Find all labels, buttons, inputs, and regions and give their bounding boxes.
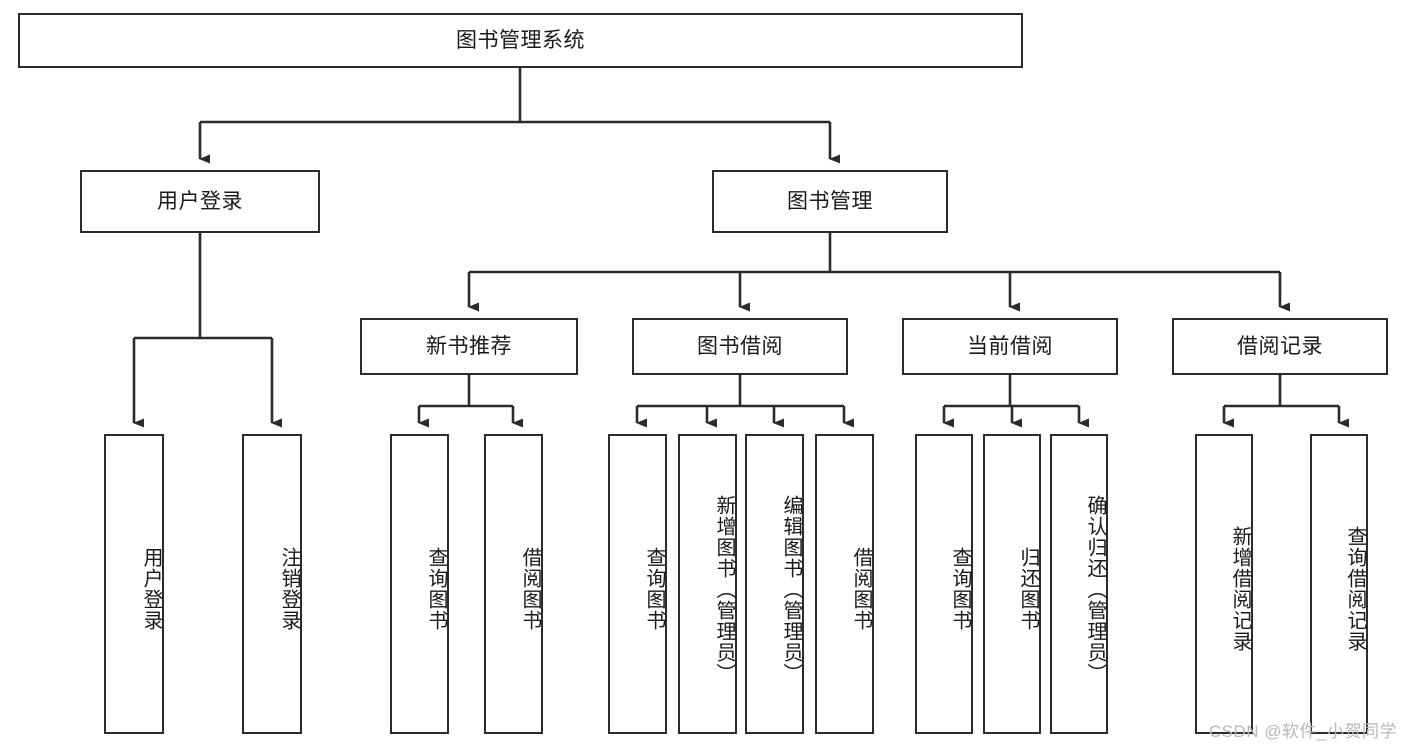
- level2-node-label: 用户登录: [157, 189, 243, 213]
- leaf-node-label: 归还图书: [1017, 547, 1039, 631]
- leaf-node-box[interactable]: 归还图书: [983, 434, 1041, 734]
- leaf-node-label: 新增图书（管理员）: [713, 494, 735, 684]
- leaf-node-label: 查询图书: [643, 547, 665, 631]
- level3-node-label: 新书推荐: [426, 334, 512, 358]
- leaf-node-label: 查询图书: [949, 547, 971, 631]
- root-node-box[interactable]: 图书管理系统: [18, 13, 1023, 68]
- root-node-label: 图书管理系统: [456, 28, 585, 52]
- leaf-node-label: 查询图书: [425, 547, 447, 631]
- leaf-node-box[interactable]: 新增借阅记录: [1195, 434, 1253, 734]
- level3-node-box[interactable]: 新书推荐: [360, 318, 578, 375]
- leaf-node-label: 编辑图书（管理员）: [780, 494, 802, 684]
- leaf-node-label: 确认归还（管理员）: [1084, 494, 1106, 684]
- leaf-node-box[interactable]: 查询借阅记录: [1310, 434, 1368, 734]
- level3-node-label: 图书借阅: [697, 334, 783, 358]
- level2-node-box[interactable]: 图书管理: [712, 170, 948, 233]
- level3-node-label: 当前借阅: [967, 334, 1053, 358]
- leaf-node-box[interactable]: 查询图书: [390, 434, 449, 734]
- leaf-node-label: 注销登录: [278, 547, 300, 631]
- level3-node-box[interactable]: 当前借阅: [902, 318, 1118, 375]
- leaf-node-box[interactable]: 确认归还（管理员）: [1050, 434, 1108, 734]
- leaf-node-label: 新增借阅记录: [1229, 526, 1251, 652]
- leaf-node-box[interactable]: 新增图书（管理员）: [678, 434, 737, 734]
- leaf-node-label: 用户登录: [140, 547, 162, 631]
- level3-node-box[interactable]: 图书借阅: [632, 318, 848, 375]
- leaf-node-box[interactable]: 借阅图书: [484, 434, 543, 734]
- leaf-node-label: 借阅图书: [519, 547, 541, 631]
- leaf-node-box[interactable]: 借阅图书: [815, 434, 874, 734]
- level3-node-label: 借阅记录: [1237, 334, 1323, 358]
- leaf-node-label: 查询借阅记录: [1344, 526, 1366, 652]
- leaf-node-box[interactable]: 用户登录: [104, 434, 164, 734]
- leaf-node-box[interactable]: 查询图书: [608, 434, 667, 734]
- leaf-node-box[interactable]: 编辑图书（管理员）: [745, 434, 804, 734]
- csdn-watermark: CSDN @软件_小贺同学: [1208, 722, 1397, 741]
- leaf-node-label: 借阅图书: [850, 547, 872, 631]
- level2-node-box[interactable]: 用户登录: [80, 170, 320, 233]
- leaf-node-box[interactable]: 查询图书: [915, 434, 973, 734]
- leaf-node-box[interactable]: 注销登录: [242, 434, 302, 734]
- level3-node-box[interactable]: 借阅记录: [1172, 318, 1388, 375]
- level2-node-label: 图书管理: [787, 189, 873, 213]
